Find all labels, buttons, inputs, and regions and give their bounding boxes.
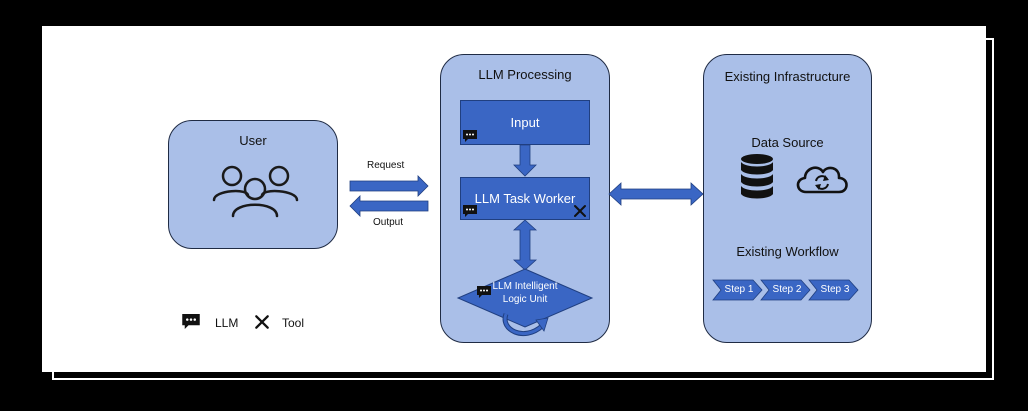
output-arrow [349, 195, 429, 217]
processing-infrastructure-arrow [608, 182, 704, 206]
workflow-step-2 [760, 279, 811, 301]
workflow-step-1 [712, 279, 763, 301]
workflow-step-3 [808, 279, 859, 301]
chat-icon [463, 205, 477, 217]
workflow-step-2-label: Step 2 [772, 284, 802, 295]
task-worker-label: LLM Task Worker [474, 191, 576, 206]
data-source-title: Data Source [751, 135, 824, 150]
input-to-worker-arrow [513, 144, 537, 177]
legend-tool-icon [255, 315, 269, 329]
chat-icon [463, 130, 477, 142]
users-group-icon [212, 165, 299, 218]
llm-processing-title: LLM Processing [478, 67, 572, 82]
tool-icon [574, 205, 586, 217]
user-panel: User [168, 120, 338, 249]
output-label: Output [373, 217, 404, 228]
legend-llm-label: LLM [215, 316, 239, 330]
legend-tool-label: Tool [282, 316, 305, 330]
task-worker-box: LLM Task Worker [460, 177, 590, 220]
chat-icon [477, 286, 491, 298]
user-title: User [239, 133, 267, 148]
database-icon [741, 154, 773, 199]
workflow-title: Existing Workflow [736, 244, 839, 259]
diagram-canvas: User Request Output LLM Processing Input [42, 26, 986, 372]
infrastructure-title: Existing Infrastructure [724, 69, 851, 84]
logic-unit-label-line2: Logic Unit [502, 294, 548, 305]
input-box: Input [460, 100, 590, 145]
request-arrow [349, 175, 429, 197]
cloud-sync-icon [796, 166, 848, 194]
worker-logic-arrow [512, 219, 538, 271]
logic-unit-label-line1: LLM Intelligent [492, 281, 558, 292]
workflow-step-1-label: Step 1 [724, 284, 754, 295]
loop-arrow-icon [502, 313, 549, 337]
workflow-step-3-label: Step 3 [820, 284, 850, 295]
legend-chat-icon [182, 314, 200, 329]
input-label: Input [510, 115, 540, 130]
request-label: Request [367, 160, 405, 171]
